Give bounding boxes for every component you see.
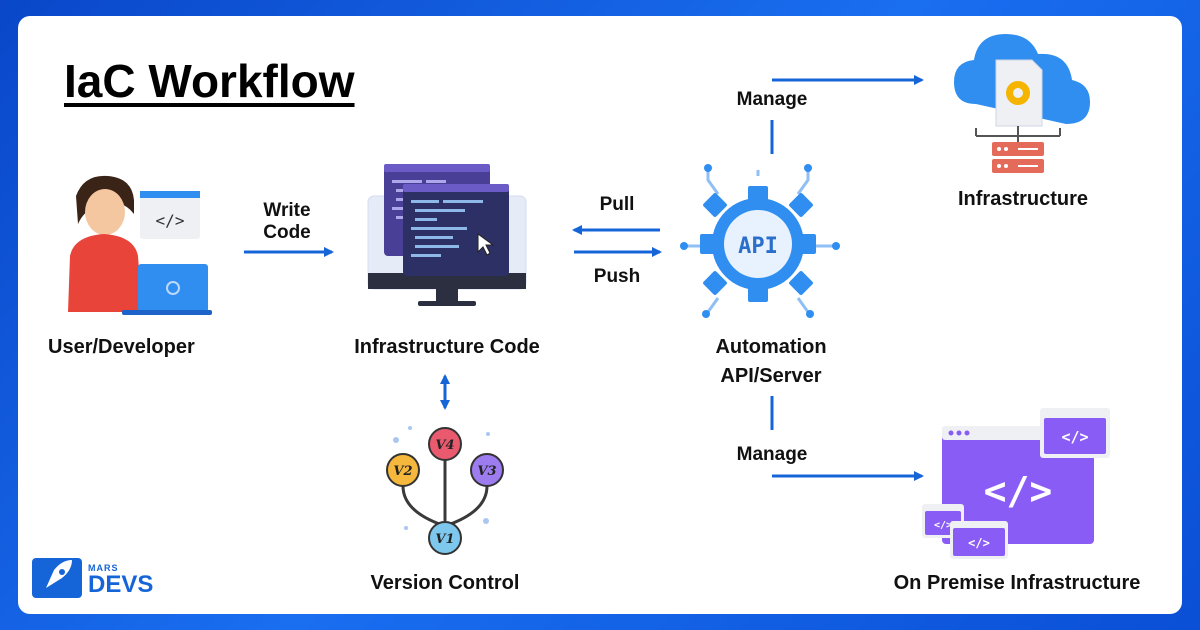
code-tag-icon: </> xyxy=(984,469,1053,513)
version-v4-node xyxy=(428,427,462,461)
api-text: API xyxy=(738,234,778,259)
manage-bottom-label: Manage xyxy=(736,444,808,465)
code-bubble-text: </> xyxy=(156,211,185,230)
api-label-line2: API/Server xyxy=(720,365,822,387)
write-code-label-line1: Write xyxy=(263,200,311,221)
developer-illustration: </> xyxy=(68,175,212,315)
code-bubble-icon xyxy=(140,191,200,239)
page-title: IaC Workflow xyxy=(64,55,355,107)
logo-bottom-text: DEVS xyxy=(88,571,154,598)
cloud-infrastructure-illustration xyxy=(954,34,1090,173)
developer-head xyxy=(85,189,125,235)
api-label-line1: Automation xyxy=(715,336,827,358)
cursor-icon xyxy=(477,233,495,256)
version-v2-node xyxy=(386,453,420,487)
on-premise-label: On Premise Infrastructure xyxy=(893,572,1141,594)
laptop-icon xyxy=(138,264,208,312)
rocket-logo-icon xyxy=(32,558,82,598)
version-v1-label: V1 xyxy=(435,532,454,547)
code-tag-small-icon: </> xyxy=(1061,428,1088,446)
connector-layer xyxy=(244,75,924,481)
version-control-illustration: V4 V2 V3 V1 xyxy=(386,426,504,555)
api-gear-illustration: API xyxy=(680,164,840,318)
push-label: Push xyxy=(593,266,641,287)
developer-shirt-icon xyxy=(68,234,142,312)
code-tag-bottom-icon: </> xyxy=(968,536,990,550)
code-monitor-illustration xyxy=(367,164,527,306)
write-code-label-line2: Code xyxy=(263,222,311,243)
diagram-card: IaC Workflow </> xyxy=(18,16,1182,614)
code-tag-left-icon: </> xyxy=(934,520,952,531)
code-label: Infrastructure Code xyxy=(354,336,540,358)
logo-top-text: MARS xyxy=(88,563,119,573)
logo-wordmark: MARS DEVS xyxy=(88,564,153,597)
version-v3-node xyxy=(470,453,504,487)
developer-label: User/Developer xyxy=(48,336,195,358)
pull-label: Pull xyxy=(599,194,635,215)
infrastructure-label: Infrastructure xyxy=(957,188,1089,210)
version-v3-label: V3 xyxy=(477,464,496,479)
version-v2-label: V2 xyxy=(393,464,412,479)
manage-top-label: Manage xyxy=(736,89,808,110)
version-v1-node xyxy=(428,521,462,555)
version-control-label: Version Control xyxy=(370,572,520,594)
version-v4-label: V4 xyxy=(435,438,454,453)
on-premise-illustration: </> </> </> </> xyxy=(922,408,1110,559)
